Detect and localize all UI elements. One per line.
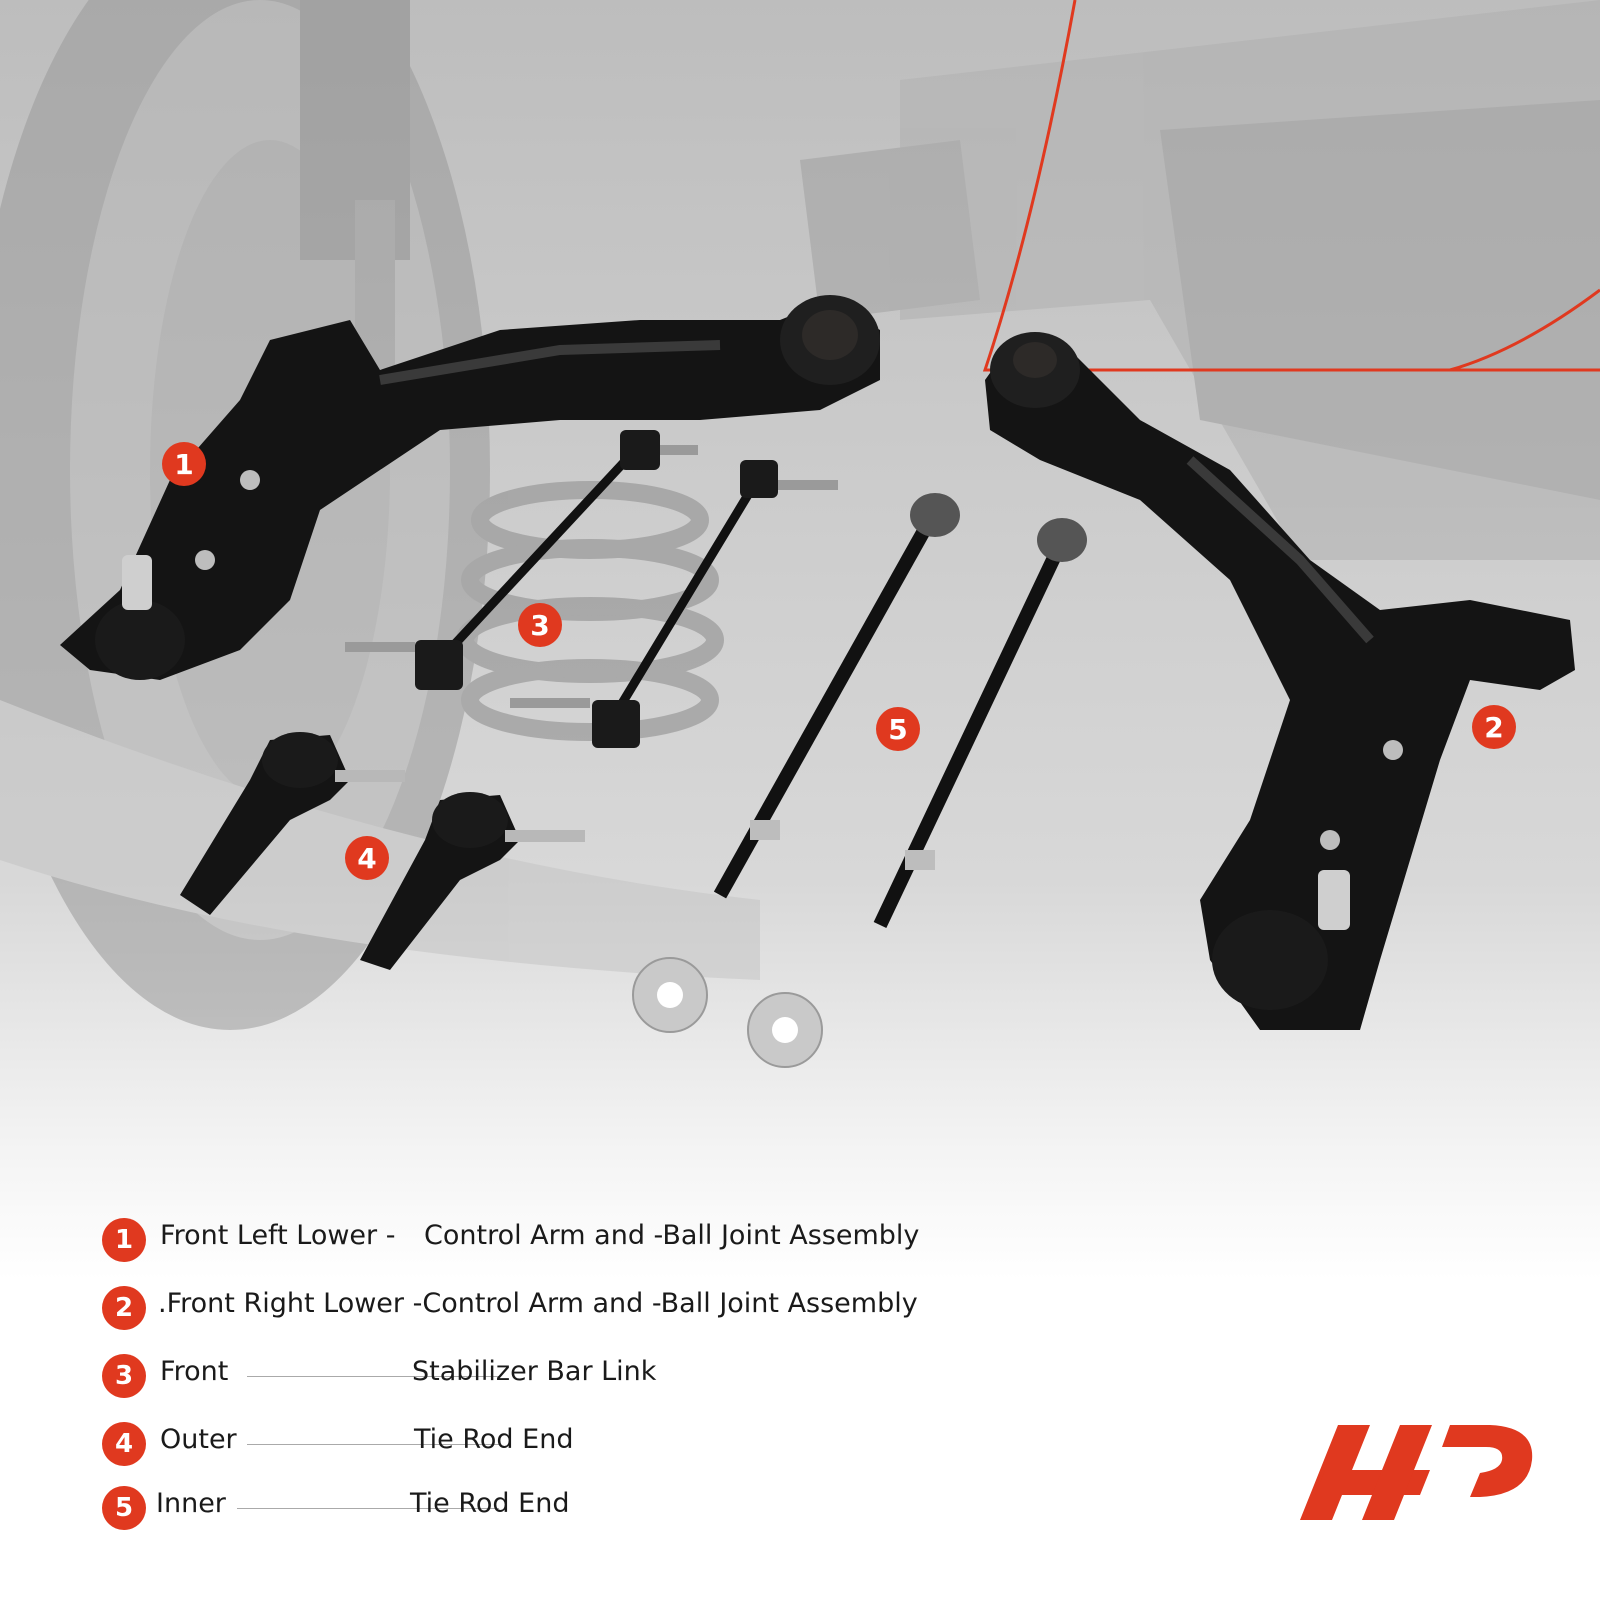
right-control-arm — [985, 332, 1575, 1030]
left-control-arm — [60, 295, 880, 680]
legend-divider — [247, 1444, 499, 1445]
part-badge-2: 2 — [1472, 705, 1516, 749]
zoom-outline — [982, 0, 1600, 372]
legend-number: 2 — [102, 1286, 146, 1330]
stabilizer-bar-links — [345, 430, 838, 748]
lock-washers — [632, 957, 823, 1068]
part-badge-1: 1 — [162, 442, 206, 486]
legend-label-first: Front — [160, 1356, 229, 1387]
part-badge-5: 5 — [876, 707, 920, 751]
legend-label-first: Front Left Lower - — [160, 1220, 396, 1251]
brand-logo-icon — [1300, 1425, 1533, 1520]
legend-label-first: Inner — [156, 1488, 226, 1519]
legend-divider — [237, 1508, 499, 1509]
legend-label-first: Outer — [160, 1424, 237, 1455]
legend-number: 4 — [102, 1422, 146, 1466]
legend-label-first: .Front Right Lower -Control Arm and -Bal… — [158, 1288, 918, 1319]
legend-label-second: Tie Rod End — [414, 1424, 574, 1455]
legend-divider — [247, 1376, 499, 1377]
zoom-outline-arc — [1449, 288, 1600, 372]
legend-label-second: Tie Rod End — [410, 1488, 570, 1519]
legend-number: 3 — [102, 1354, 146, 1398]
legend-label-second: Control Arm and -Ball Joint Assembly — [424, 1220, 920, 1251]
legend-number: 5 — [102, 1486, 146, 1530]
legend-label-second: Stabilizer Bar Link — [412, 1356, 657, 1387]
outer-tie-rod-ends — [180, 732, 585, 970]
part-badge-4: 4 — [345, 836, 389, 880]
legend-number: 1 — [102, 1218, 146, 1262]
part-badge-3: 3 — [518, 603, 562, 647]
inner-tie-rods — [713, 493, 1087, 928]
